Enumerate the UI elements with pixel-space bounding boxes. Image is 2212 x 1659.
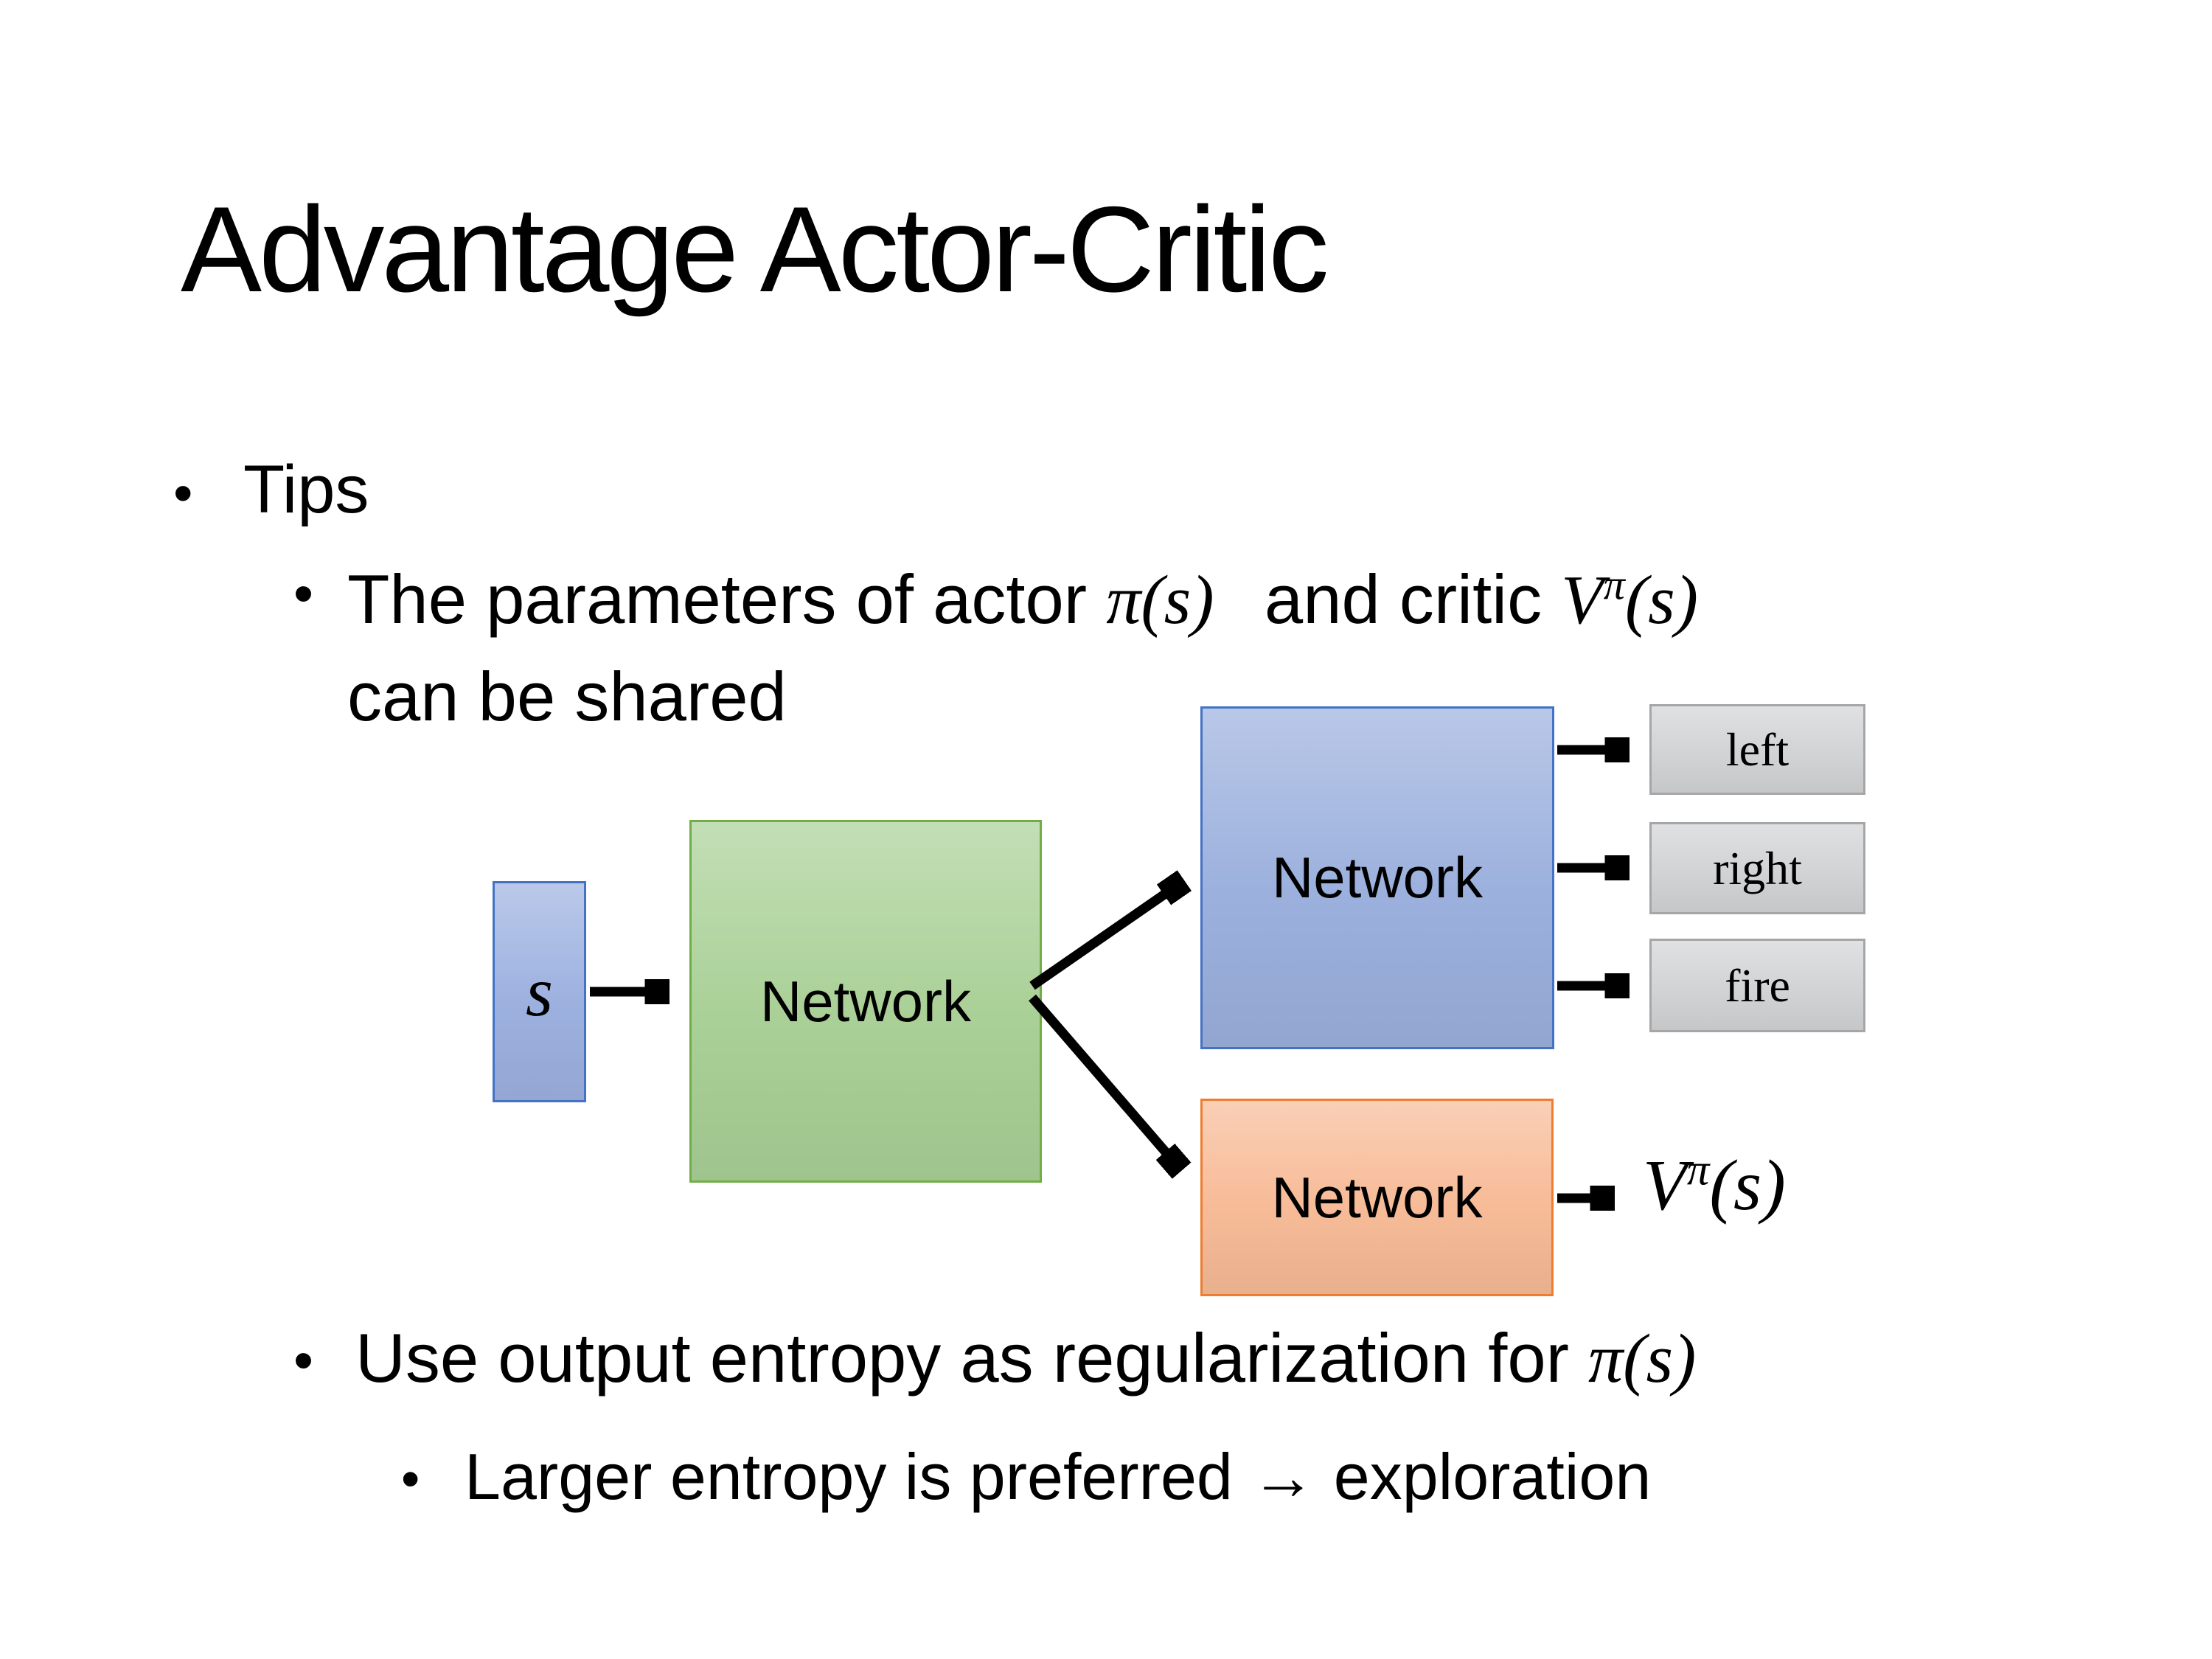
slide-title: Advantage Actor-Critic (181, 181, 1329, 317)
bullet-exploration-text: Larger entropy is preferred → exploratio… (465, 1440, 1652, 1513)
entropy-text-before: Use output entropy as regularization for (355, 1319, 1589, 1397)
shared-network-label: Network (759, 968, 972, 1034)
value-output-args: (s) (1709, 1146, 1786, 1225)
action-left-label: left (1725, 723, 1790, 776)
critic-value-sup: π (1603, 560, 1625, 609)
value-output-sup: π (1686, 1145, 1710, 1195)
actor-policy-math: π(s) (1106, 562, 1214, 639)
parameters-text-before: The parameters of actor (347, 560, 1107, 638)
action-fire-label: fire (1725, 959, 1790, 1012)
bullet-entropy: • Use output entropy as regularization f… (293, 1318, 2137, 1404)
critic-value-base: V (1561, 562, 1604, 639)
bullet-marker: • (401, 1450, 420, 1509)
arrow-shared-to-critic (1029, 994, 1177, 1165)
action-box-right: right (1649, 822, 1865, 914)
action-right-label: right (1713, 841, 1802, 894)
entropy-policy-math: π(s) (1588, 1321, 1697, 1397)
value-output-base: V (1643, 1146, 1687, 1225)
bullet-marker: • (293, 562, 313, 625)
critic-value-args: (s) (1624, 562, 1698, 639)
bullet-parameters: • The parameters of actor π(s) and criti… (293, 552, 2137, 744)
critic-network-box: Network (1200, 1099, 1554, 1296)
arrow-shared-to-actor (1029, 885, 1178, 990)
bullet-tips: • Tips (173, 451, 369, 535)
bullet-marker: • (293, 1329, 313, 1392)
critic-network-label: Network (1271, 1164, 1483, 1230)
bullet-exploration: • Larger entropy is preferred → explorat… (401, 1439, 2171, 1519)
bullet-marker: • (173, 462, 193, 524)
action-box-fire: fire (1649, 939, 1865, 1032)
bullet-tips-text: Tips (243, 452, 369, 527)
bullet-parameters-text: The parameters of actor π(s) and critic … (347, 552, 2137, 744)
bullet-entropy-text: Use output entropy as regularization for… (355, 1318, 2137, 1399)
critic-value-math: Vπ(s) (1561, 560, 1698, 639)
state-label: s (526, 953, 553, 1031)
parameters-text-line2: can be shared (347, 657, 787, 735)
action-box-left: left (1649, 704, 1865, 795)
parameters-text-between: and critic (1245, 560, 1562, 638)
actor-network-label: Network (1271, 845, 1484, 910)
value-output-math: Vπ(s) (1643, 1144, 1786, 1227)
actor-network-box: Network (1200, 706, 1554, 1049)
state-input-box: s (493, 881, 586, 1102)
shared-network-box: Network (689, 820, 1042, 1183)
